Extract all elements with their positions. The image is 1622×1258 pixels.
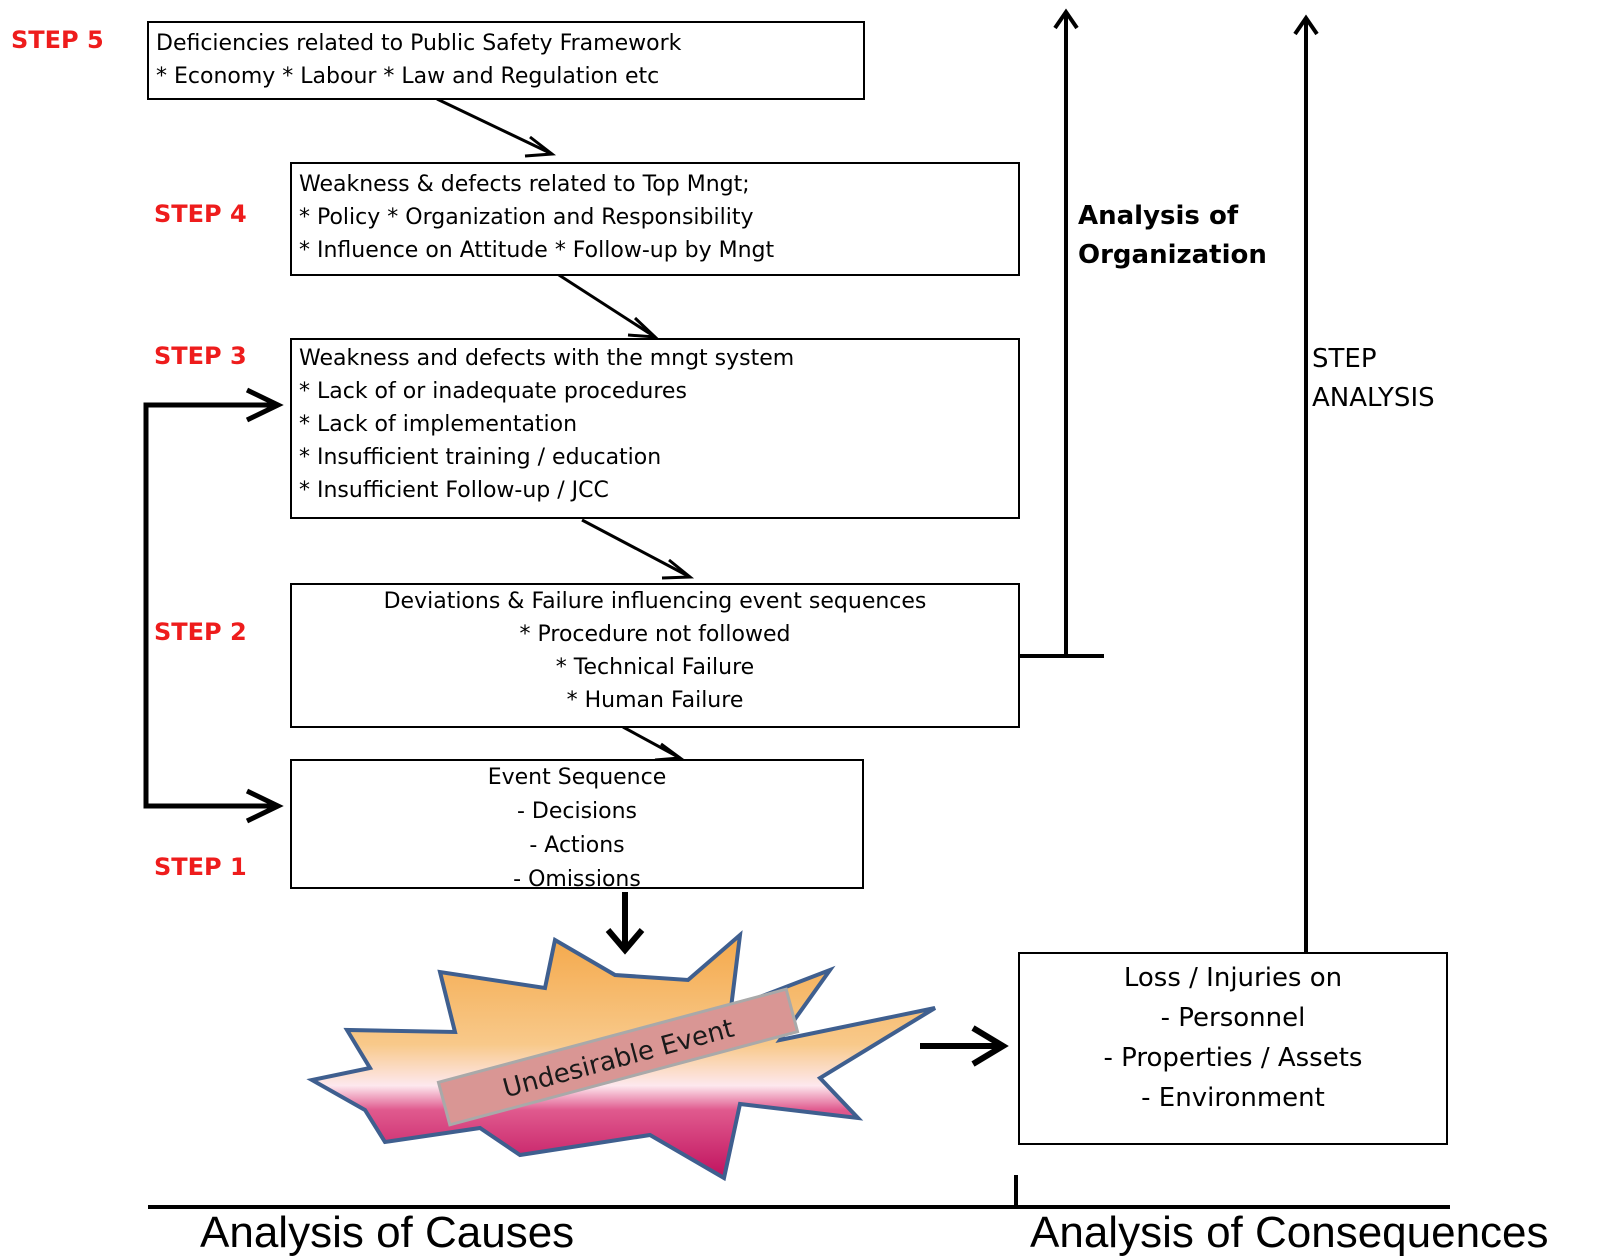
baseline xyxy=(148,1175,1450,1209)
box-line: * Economy * Labour * Law and Regulation … xyxy=(156,64,660,89)
management-system-box: Weakness and defects with the mngt syste… xyxy=(290,338,1020,519)
flow-arrow-4-to-3 xyxy=(544,264,660,339)
organization-analysis-arrow xyxy=(1018,8,1104,658)
organization-label-line: Organization xyxy=(1078,240,1267,270)
step-analysis-label: STEP ANALYSIS xyxy=(1312,340,1435,418)
step-analysis-label-line: ANALYSIS xyxy=(1312,383,1435,413)
box-line: - Actions xyxy=(529,833,625,858)
box-line: * Lack of implementation xyxy=(299,412,578,437)
step-2-label: STEP 2 xyxy=(154,618,247,646)
step-5-label: STEP 5 xyxy=(11,26,104,54)
box-line: - Personnel xyxy=(1160,1003,1306,1033)
analysis-of-organization-label: Analysis of Organization xyxy=(1078,197,1267,275)
arrow-to-loss xyxy=(920,1025,1009,1067)
box-line: - Environment xyxy=(1141,1083,1325,1113)
loss-injuries-box: Loss / Injuries on - Personnel - Propert… xyxy=(1018,952,1448,1145)
box-line: - Decisions xyxy=(516,799,638,824)
organization-label-line: Analysis of xyxy=(1078,201,1239,231)
analysis-of-consequences-label: Analysis of Consequences xyxy=(1030,1208,1549,1257)
undesirable-event-burst: Undesirable Event xyxy=(306,930,937,1182)
box-line: Weakness and defects with the mngt syste… xyxy=(299,346,795,371)
box-line: * Human Failure xyxy=(566,688,744,713)
box-line: * Technical Failure xyxy=(555,655,755,680)
top-management-box: Weakness & defects related to Top Mngt; … xyxy=(290,162,1020,276)
box-line: Deviations & Failure influencing event s… xyxy=(383,589,927,614)
step-1-label: STEP 1 xyxy=(154,853,247,881)
box-line: - Omissions xyxy=(513,867,641,889)
box-line: Weakness & defects related to Top Mngt; xyxy=(299,172,750,197)
box-line: * Insufficient Follow-up / JCC xyxy=(299,478,609,503)
box-line: Deficiencies related to Public Safety Fr… xyxy=(156,31,682,56)
step-analysis-arrow xyxy=(1293,14,1319,953)
box-line: * Insufficient training / education xyxy=(299,445,662,470)
step-4-label: STEP 4 xyxy=(154,200,247,228)
step-3-label: STEP 3 xyxy=(154,342,247,370)
event-sequence-box: Event Sequence - Decisions - Actions - O… xyxy=(290,759,864,889)
box-line: * Influence on Attitude * Follow-up by M… xyxy=(299,238,775,263)
flow-arrow-2-to-1 xyxy=(622,725,685,762)
analysis-of-causes-label: Analysis of Causes xyxy=(200,1208,575,1257)
undesirable-event-label-box xyxy=(436,987,800,1127)
box-line: * Policy * Organization and Responsibili… xyxy=(299,205,754,230)
box-line: Loss / Injuries on xyxy=(1123,963,1343,993)
arrow-to-undesirable-event xyxy=(605,892,645,955)
flow-arrow-5-to-4 xyxy=(436,97,557,158)
step-analysis-label-line: STEP xyxy=(1312,344,1377,374)
box-line: * Procedure not followed xyxy=(519,622,791,647)
flow-arrow-3-to-2 xyxy=(581,518,695,580)
feedback-bracket xyxy=(143,387,284,824)
box-line: * Lack of or inadequate procedures xyxy=(299,379,687,404)
public-safety-framework-box: Deficiencies related to Public Safety Fr… xyxy=(147,21,865,100)
deviations-box: Deviations & Failure influencing event s… xyxy=(290,583,1020,728)
box-line: - Properties / Assets xyxy=(1103,1043,1363,1073)
box-line: Event Sequence xyxy=(487,765,667,790)
